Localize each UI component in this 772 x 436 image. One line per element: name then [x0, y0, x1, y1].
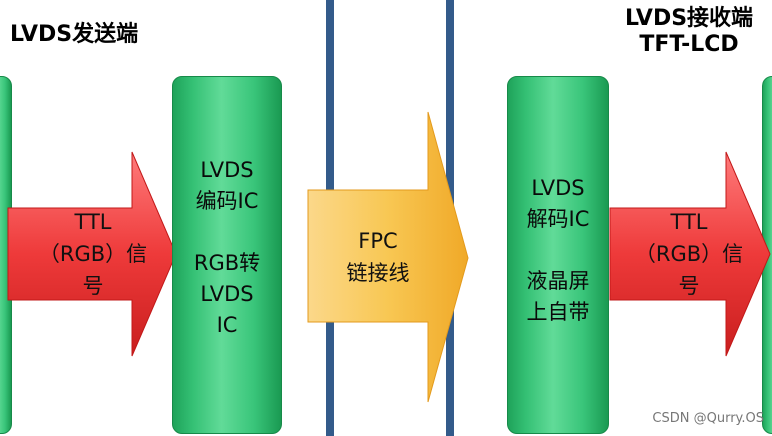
- encoder-line1: LVDS: [200, 158, 254, 182]
- arrow-mid-label: FPC 链接线: [318, 225, 438, 289]
- encoder-line2: 编码IC: [195, 189, 259, 213]
- decoder-spacer: [508, 235, 608, 266]
- arrow-right-label: TTL （RGB）信 号: [614, 206, 764, 302]
- receiver-title-line1: LVDS接收端: [624, 6, 754, 31]
- arrow-right-line2: （RGB）信: [634, 242, 744, 266]
- arrow-left-line1: TTL: [74, 210, 112, 234]
- encoder-spacer: [173, 217, 281, 248]
- arrow-right-line3: 号: [678, 274, 700, 298]
- decoder-line3: 液晶屏: [526, 269, 590, 293]
- arrow-left-label: TTL （RGB）信 号: [18, 206, 168, 302]
- arrow-right-shape: [609, 151, 771, 357]
- encoder-line5: IC: [216, 313, 238, 337]
- receiver-title-line2: TFT-LCD: [639, 32, 739, 57]
- watermark: CSDN @Qurry.OS: [652, 411, 764, 426]
- arrow-left-line3: 号: [82, 274, 104, 298]
- encoder-line4: LVDS: [200, 282, 254, 306]
- decoder-line4: 上自带: [526, 300, 590, 324]
- decoder-line1: LVDS: [531, 176, 585, 200]
- arrow-mid-line1: FPC: [358, 229, 398, 253]
- arrow-mid-line2: 链接线: [346, 261, 410, 285]
- arrow-left-line2: （RGB）信: [38, 242, 148, 266]
- receiver-title: LVDS接收端 TFT-LCD: [606, 6, 772, 58]
- decoder-line2: 解码IC: [526, 207, 590, 231]
- encoder-block: LVDS 编码IC RGB转 LVDS IC: [172, 76, 282, 434]
- encoder-line3: RGB转: [193, 251, 261, 275]
- decoder-block: LVDS 解码IC 液晶屏 上自带: [507, 76, 609, 434]
- decoder-block-text: LVDS 解码IC 液晶屏 上自带: [508, 173, 608, 328]
- sender-title: LVDS发送端: [10, 22, 139, 47]
- encoder-block-text: LVDS 编码IC RGB转 LVDS IC: [173, 155, 281, 341]
- arrow-mid-shape: [307, 111, 469, 403]
- arrow-right-line1: TTL: [670, 210, 708, 234]
- arrow-left-shape: [7, 151, 177, 357]
